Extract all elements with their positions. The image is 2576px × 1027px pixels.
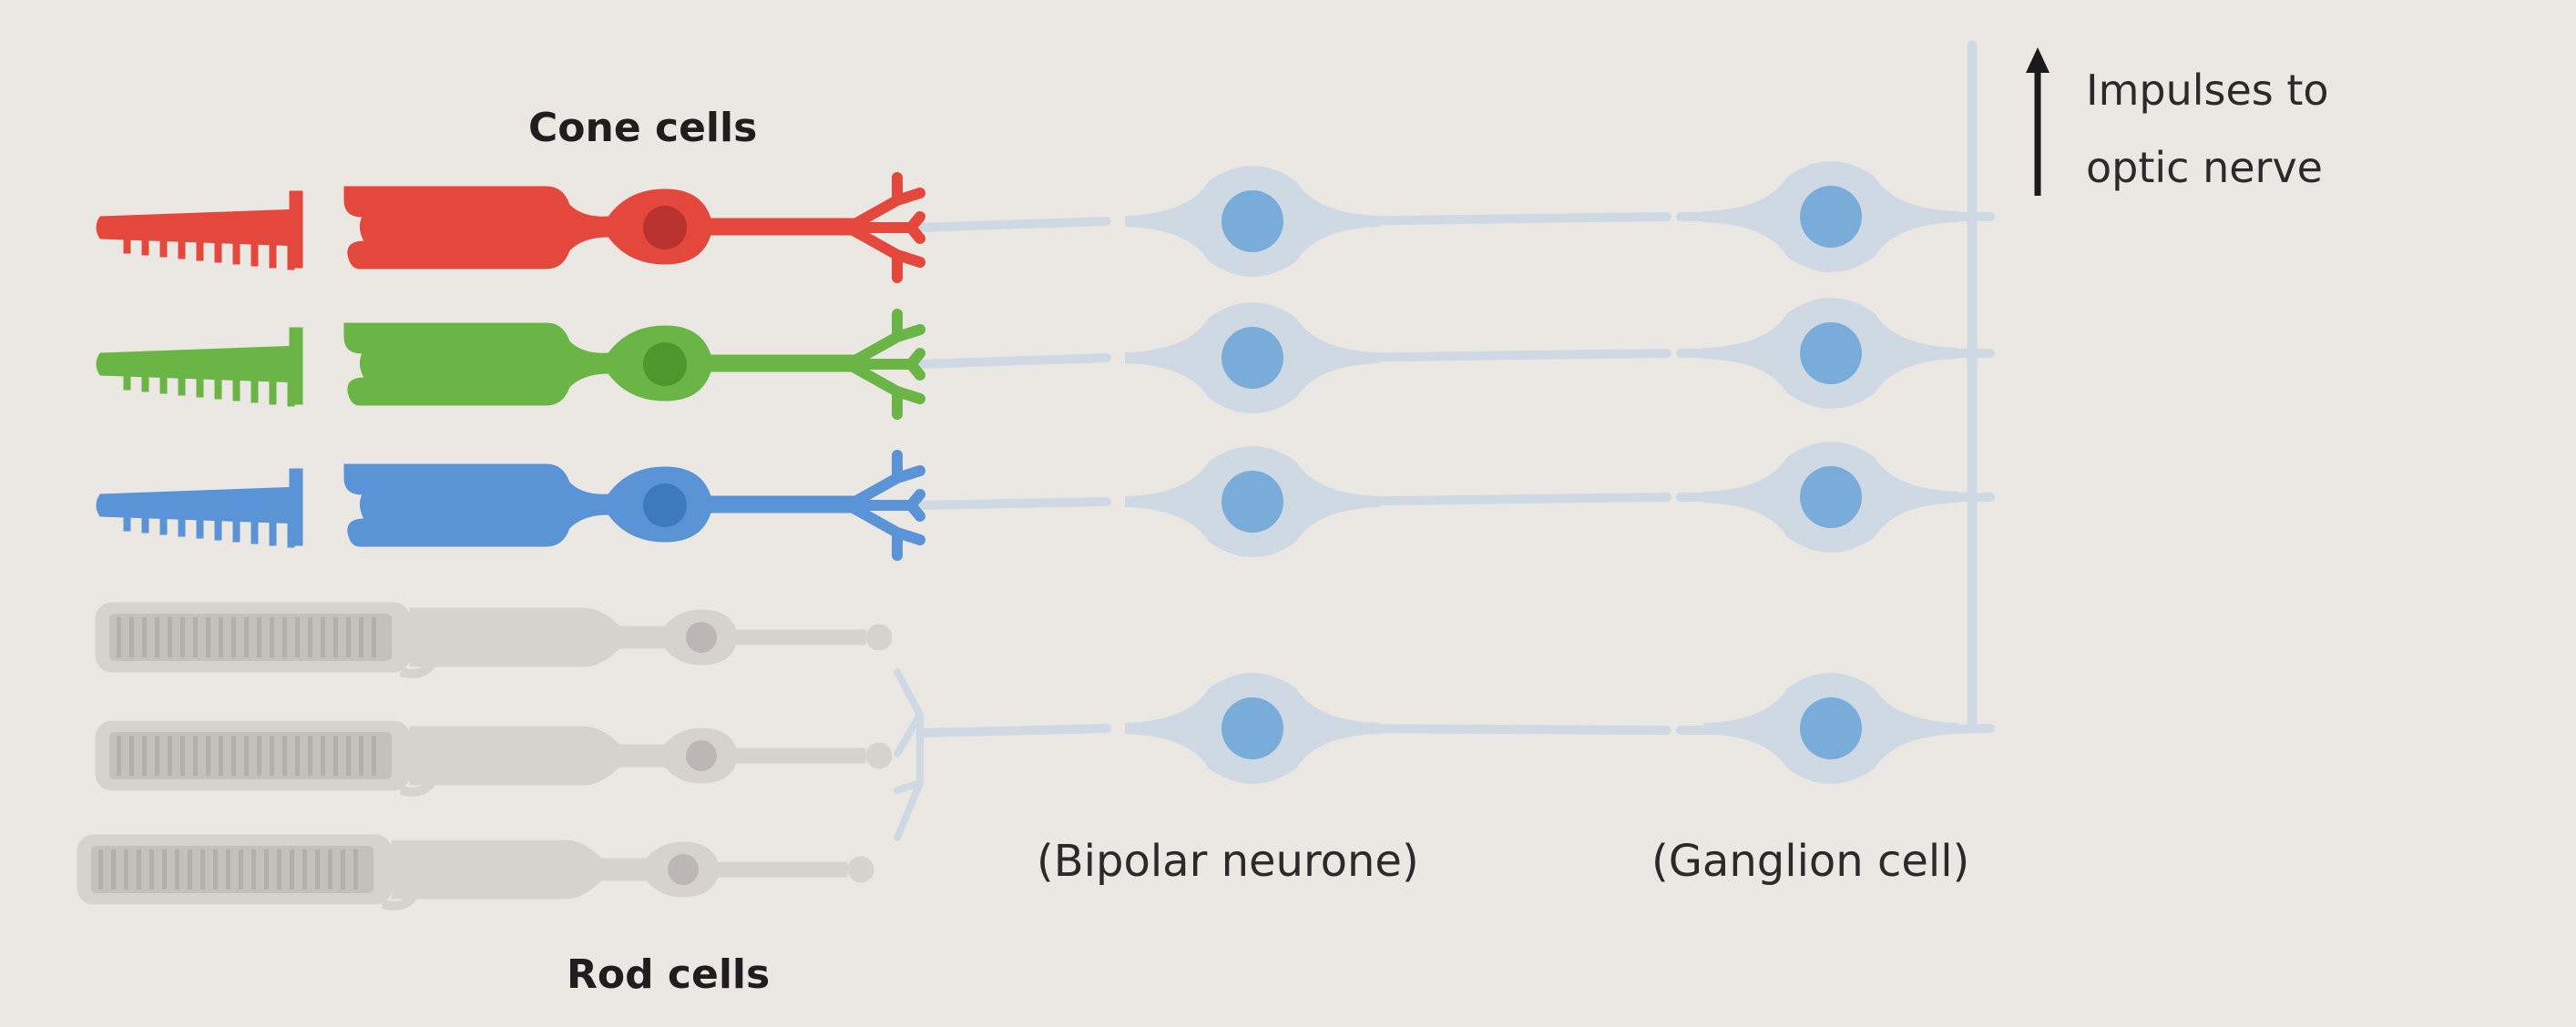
cone-cell-red [97, 178, 920, 278]
bipolar-neuron-4 [1125, 673, 1380, 784]
neurons [1125, 161, 1958, 784]
label-rod-cells: Rod cells [567, 951, 770, 998]
ganglion-cell-1 [1703, 161, 1958, 272]
pathway-row-1 [915, 212, 1995, 232]
ganglion-cell-4 [1703, 673, 1958, 784]
ganglion-cell-3 [1703, 442, 1958, 553]
label-cone-cells: Cone cells [528, 105, 757, 151]
up-arrow-icon [2026, 47, 2050, 196]
cone-cell-blue [97, 455, 920, 555]
neural-pathways [894, 40, 1995, 841]
ganglion-cell-2 [1703, 298, 1958, 409]
label-impulses-line-1: Impulses to [2086, 66, 2329, 115]
rod-cell-3 [77, 835, 874, 906]
pathway-row-3 [915, 493, 1995, 510]
pathway-row-4 [915, 724, 1995, 737]
label-bipolar-neurone: (Bipolar neurone) [1037, 836, 1419, 887]
label-impulses-line-2: optic nerve [2086, 143, 2323, 192]
rod-cell-1 [96, 603, 892, 674]
cone-cell-green [97, 314, 920, 414]
bipolar-neuron-1 [1125, 166, 1380, 277]
pathway-rod-converge [894, 668, 925, 841]
label-ganglion-cell: (Ganglion cell) [1651, 836, 1969, 887]
bipolar-neuron-3 [1125, 446, 1380, 557]
pathway-row-2 [915, 349, 1995, 369]
bipolar-neuron-2 [1125, 302, 1380, 413]
rod-cell-2 [96, 721, 892, 792]
